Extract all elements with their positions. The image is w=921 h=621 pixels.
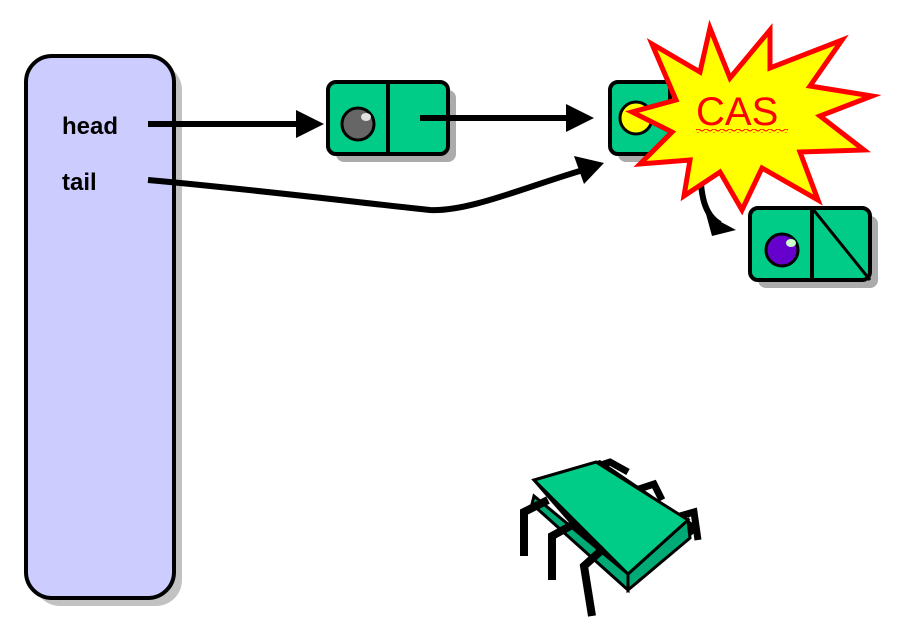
- head-label: head: [62, 113, 118, 140]
- cas-burst: CAS: [625, 19, 882, 216]
- head-arrowhead: [296, 110, 324, 138]
- tail-label: tail: [62, 169, 97, 196]
- tail-pointer-arrow: [147, 165, 591, 214]
- queue-box: [24, 54, 176, 600]
- gray-dot-icon: [340, 106, 376, 142]
- node-new: [748, 206, 878, 288]
- starburst-icon: [625, 19, 882, 216]
- null-pointer-slash: [810, 207, 872, 281]
- node-sentinel: [326, 80, 456, 162]
- purple-dot-icon: [764, 232, 800, 268]
- dot-highlight: [786, 239, 796, 247]
- cas-label: CAS: [696, 90, 778, 134]
- node2-next-arrowhead: [706, 214, 736, 236]
- tail-arrowhead: [574, 156, 604, 184]
- queue-object: head tail: [24, 54, 182, 606]
- node1-next-arrowhead: [566, 104, 594, 132]
- cas-underline: [696, 129, 788, 133]
- thread-bug-icon: [520, 458, 702, 617]
- dot-highlight: [361, 113, 371, 121]
